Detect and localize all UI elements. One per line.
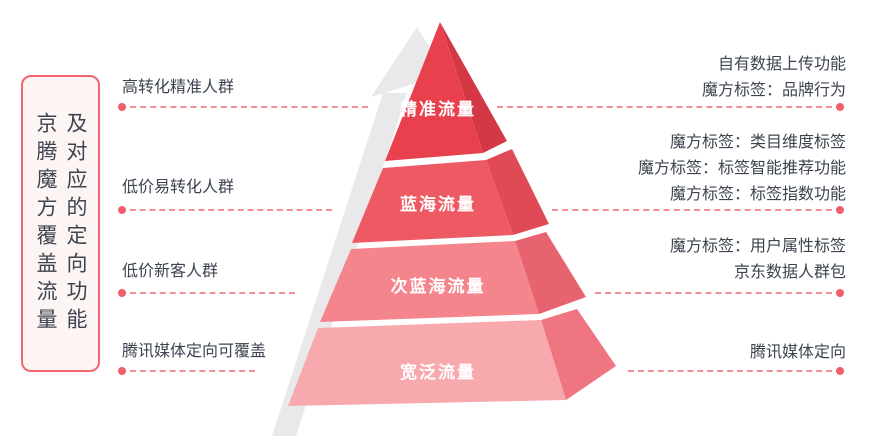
left-row3-label: 低价新客人群 <box>122 263 219 280</box>
right-row1-labels: 自有数据上传功能 魔方标签：品牌行为 <box>702 52 846 104</box>
right-row4-labels: 腾讯媒体定向 <box>750 340 846 366</box>
right-row2-line1: 魔方标签：类目维度标签 <box>669 134 846 151</box>
left-row1-label: 高转化精准人群 <box>122 79 235 96</box>
layer2-label: 蓝海流量 <box>400 195 476 214</box>
up-arrow-shaft <box>272 93 407 436</box>
right-row3-labels: 魔方标签：用户属性标签 京东数据人群包 <box>670 234 846 286</box>
left-row1-dash-line <box>118 103 368 111</box>
left-row3-dot <box>118 289 126 297</box>
right-row2-dot <box>836 206 844 214</box>
left-row4-dot <box>118 367 126 375</box>
right-row4-dot <box>836 367 844 375</box>
title-column-left: 京腾魔方覆盖流量 <box>34 111 57 336</box>
pyramid-layer3-front <box>320 241 539 322</box>
right-row4-line1: 腾讯媒体定向 <box>749 344 846 361</box>
title-column-right: 及对应的定向功能 <box>64 111 87 336</box>
right-row4-dash-line <box>628 367 844 375</box>
right-row2-line3: 魔方标签：标签指数功能 <box>669 186 846 203</box>
right-row1-line2: 魔方标签：品牌行为 <box>701 82 846 99</box>
right-row1-line1: 自有数据上传功能 <box>717 56 846 73</box>
left-row4-dash-line <box>118 367 255 375</box>
pyramid-layer4-side <box>541 309 616 400</box>
layer3-label: 次蓝海流量 <box>390 277 486 296</box>
left-row2-label: 低价易转化人群 <box>122 179 235 196</box>
pyramid-layer4-front <box>288 320 566 406</box>
left-row3-dash-line <box>118 289 295 297</box>
right-row1-dot <box>836 103 844 111</box>
pyramid-layer2-side <box>486 149 549 235</box>
left-row2-dash-line <box>118 206 332 214</box>
right-row2-dash-line <box>552 206 844 214</box>
right-row3-dot <box>836 289 844 297</box>
right-row3-line2: 京东数据人群包 <box>733 264 846 281</box>
layer4-label: 宽泛流量 <box>400 363 476 382</box>
left-row2-dot <box>118 206 126 214</box>
pyramid-layer1-front <box>385 22 483 161</box>
right-row1-dash-line <box>497 103 844 111</box>
layer1-label: 精准流量 <box>400 100 476 119</box>
pyramid-layer2-front <box>352 160 513 243</box>
right-row3-line1: 魔方标签：用户属性标签 <box>669 238 846 255</box>
right-row3-dash-line <box>595 289 844 297</box>
pyramid-layer3-side <box>515 232 586 314</box>
pyramid-layer1-side <box>440 22 507 153</box>
left-row1-dot <box>118 103 126 111</box>
right-row2-labels: 魔方标签：类目维度标签 魔方标签：标签智能推荐功能 魔方标签：标签指数功能 <box>638 130 846 208</box>
title-box: 京腾魔方覆盖流量 及对应的定向功能 <box>21 75 100 372</box>
left-row4-label: 腾讯媒体定向可覆盖 <box>122 343 267 360</box>
right-row2-line2: 魔方标签：标签智能推荐功能 <box>637 160 846 177</box>
